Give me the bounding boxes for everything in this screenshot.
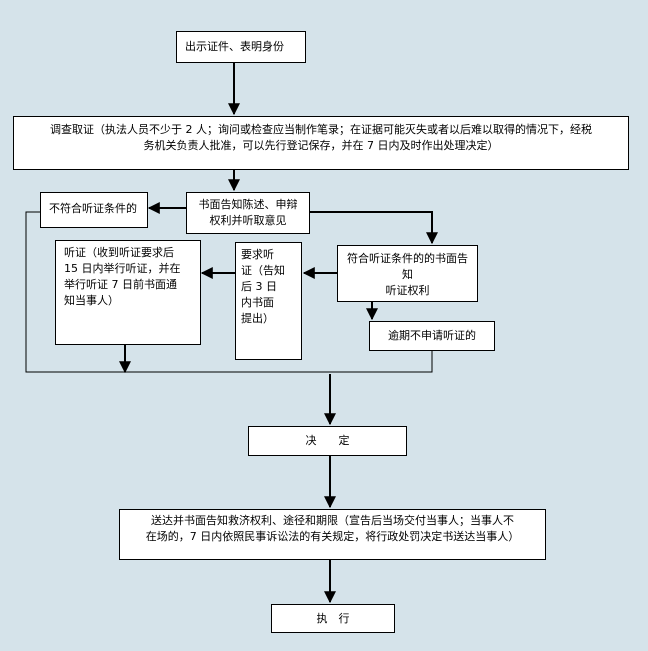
arrow-notify-to-eligible bbox=[310, 211, 438, 245]
not-eligible-box: 不符合听证条件的 bbox=[40, 192, 148, 228]
request-hearing-box: 要求听 证（告知 后 3 日 内书面 提出） bbox=[235, 242, 302, 360]
show-id-box: 出示证件、表明身份 bbox=[176, 31, 306, 63]
execute-box: 执 行 bbox=[271, 604, 395, 633]
hearing-box: 听证（收到听证要求后 15 日内举行听证，并在 举行听证 7 日前书面通 知当事… bbox=[55, 240, 201, 345]
notify-box: 书面告知陈述、申辩 权利并听取意见 bbox=[186, 192, 310, 234]
overdue-box: 逾期不申请听证的 bbox=[369, 321, 495, 351]
deliver-box: 送达并书面告知救济权利、途径和期限（宣告后当场交付当事人；当事人不 在场的，7 … bbox=[119, 509, 546, 560]
line-notcond-branch bbox=[25, 211, 433, 373]
eligible-notify-box: 符合听证条件的的书面告知 听证权利 bbox=[337, 245, 478, 302]
decide-box: 决 定 bbox=[248, 426, 407, 456]
investigate-box: 调查取证（执法人员不少于 2 人；询问或检查应当制作笔录；在证据可能灭失或者以后… bbox=[13, 116, 629, 170]
